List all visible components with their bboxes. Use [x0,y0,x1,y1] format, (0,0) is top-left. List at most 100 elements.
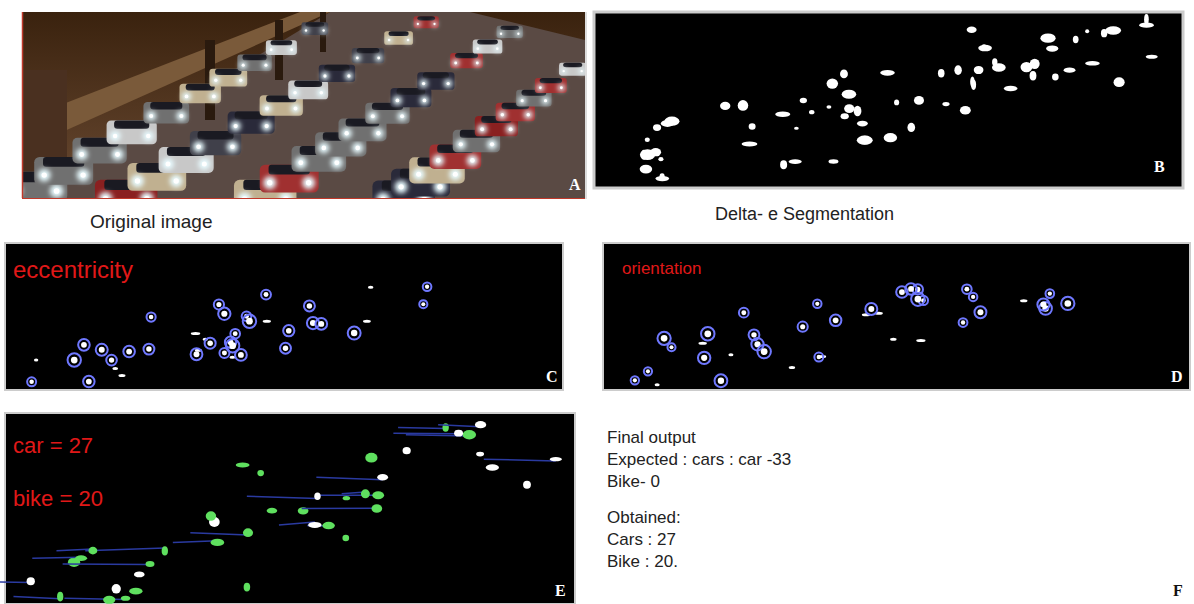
track-line [316,477,382,480]
car-shape [288,81,328,100]
figure-mark [474,59,481,66]
blob [815,302,819,306]
figure-mark [79,152,84,157]
blob [738,100,749,111]
figure-mark [393,96,402,105]
blob-circle [657,332,670,345]
track-line [13,597,60,599]
figure-mark [135,178,140,183]
figure-mark [540,78,562,83]
blob [728,353,733,356]
blob [964,287,969,292]
figure-mark [294,81,322,88]
figure-mark [355,146,360,151]
figure-mark [509,127,513,131]
figure-mark [375,54,382,61]
figure-mark [42,172,47,177]
blob [761,348,768,355]
figure-mark [239,79,242,82]
figure-mark [322,146,327,151]
figure-mark [558,84,565,91]
figure-mark [321,72,329,80]
blob [641,150,647,160]
figure-mark [376,193,390,198]
figure-mark [477,40,498,45]
figure-mark [506,124,515,133]
figure-mark [144,196,150,198]
blob [857,136,873,145]
figure-mark [352,142,363,153]
blob [859,136,871,145]
blob [741,310,746,315]
figure-mark [323,74,326,77]
car-shape [414,16,439,28]
track-line [484,459,556,461]
figure-mark [456,139,466,149]
figure-mark [475,45,481,51]
figure-mark [455,53,478,58]
panel-letter: D [1171,368,1183,386]
blob-circle [715,374,728,387]
figure-mark [50,184,64,198]
figure-mark [162,158,174,170]
blob [550,457,562,461]
blob [829,159,839,164]
blob [29,380,34,385]
car-shape [237,55,271,71]
blob [233,331,238,336]
figure-mark [54,188,60,194]
figure-mark [166,161,171,166]
blob [1030,71,1037,80]
figure-mark [294,107,298,111]
car-shape [266,40,297,55]
figure-mark [498,31,504,37]
blob [908,286,914,292]
blob [372,491,384,499]
figure-mark [517,33,519,35]
count-panel [5,413,575,604]
figure-label: Delta- e Segmentation [715,204,894,225]
figure-mark [580,70,582,72]
figure-mark [288,46,295,53]
track-line [63,563,150,565]
blob-circle [304,300,315,311]
figure-mark [376,131,380,135]
blob [1105,26,1121,34]
figure-mark [377,56,380,59]
blob [704,330,711,337]
blob-circle [27,377,36,386]
figure-mark [298,160,303,165]
blob [789,366,795,369]
figure-mark [140,192,154,198]
figure-mark [150,102,182,110]
blob [318,321,324,327]
figure-mark [537,84,544,91]
blob [99,347,105,353]
figure-mark [446,82,449,85]
blob [841,113,849,119]
figure-mark [542,97,550,105]
car-shape [535,78,567,93]
figure-label: eccentricity [13,256,133,284]
figure-label: car = 27 [13,433,93,458]
blob [257,470,264,476]
blob-circle [631,376,639,384]
blob-circle [974,306,986,318]
blob [751,332,756,337]
blob [121,596,130,601]
figure-mark [279,192,293,198]
blob [112,367,118,370]
blob [967,26,977,33]
blob [307,303,312,308]
blob-circle [226,339,239,352]
blob [351,330,357,336]
blob [343,496,350,500]
figure-mark [215,69,241,75]
car-shape [319,65,355,82]
blob [775,111,790,117]
blob [211,539,225,546]
blob [1073,36,1079,43]
blob [368,286,374,289]
blob [103,596,115,604]
figure-mark [243,55,267,61]
